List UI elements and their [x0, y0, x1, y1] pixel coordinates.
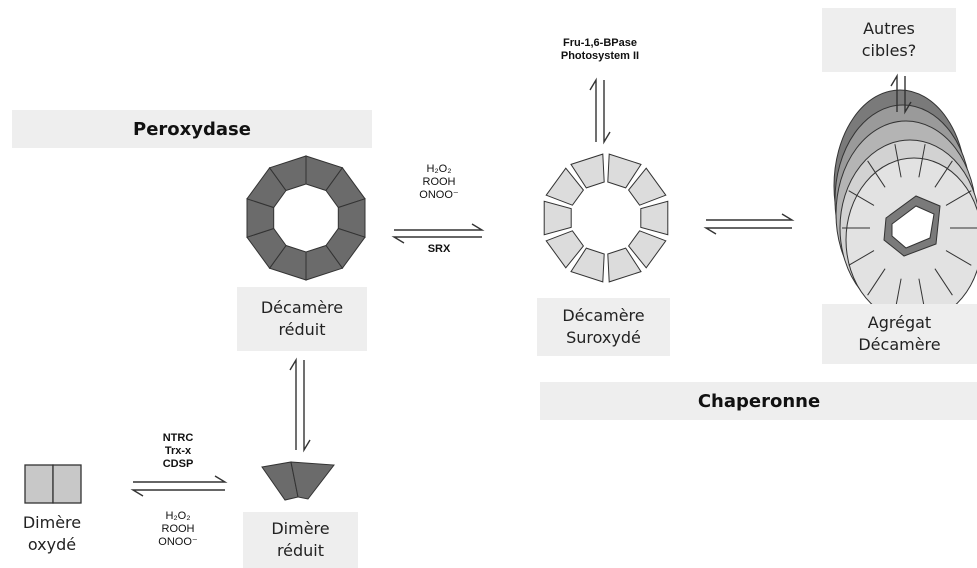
decamer-subunit: [607, 247, 642, 283]
reduced-dimer-label: Dimère réduit: [243, 512, 358, 568]
target-photosystem-ii: Photosystem II: [560, 50, 640, 62]
aggregate-seam: [945, 190, 972, 206]
aggregate-seam: [848, 250, 875, 266]
aggregate-seam: [894, 144, 902, 178]
aggregate-seam: [934, 268, 953, 296]
chaperone-title: Chaperonne: [540, 382, 977, 420]
aggregate-seam: [945, 250, 972, 266]
aggregate-seam: [848, 190, 875, 206]
aggregate-seam: [867, 160, 886, 188]
decamer-subunit: [627, 167, 667, 206]
oxidant-rooh-top: ROOH: [422, 176, 456, 188]
decamer-subunit: [545, 167, 585, 206]
peroxidase-title: Peroxydase: [12, 110, 372, 148]
oxidant-onoo-top: ONOO⁻: [419, 189, 459, 201]
aggregate-seam: [918, 144, 926, 178]
target-fru-bpase: Fru-1,6-BPase: [563, 37, 637, 49]
overoxidized-decamer-label: Décamère Suroxydé: [537, 298, 670, 356]
oxidants-bottom-list: H₂O₂ ROOH ONOO⁻: [148, 510, 208, 549]
decamer-subunit: [640, 200, 669, 236]
other-targets-label: Autres cibles?: [822, 8, 956, 72]
srx-label: SRX: [427, 243, 451, 255]
equilibrium-arrows: [130, 73, 912, 497]
oxidized-dimer-label: Dimère oxydé: [22, 513, 82, 554]
oxidants-top-list: H₂O₂ ROOH ONOO⁻: [404, 163, 474, 202]
decamer-subunit: [627, 230, 667, 269]
reductant-ntrc: NTRC: [162, 432, 194, 444]
overoxidized-decamer-ring: [543, 153, 669, 283]
decamer-subunit: [268, 155, 307, 192]
oxidant-rooh-bottom: ROOH: [161, 523, 195, 535]
reductant-trx-x: Trx-x: [164, 445, 192, 457]
oxidant-h2o2-top: H₂O₂: [426, 163, 452, 175]
decamer-subunit: [570, 153, 605, 189]
aggregate-seam: [934, 160, 953, 188]
targets-list: Fru-1,6-BPase Photosystem II: [530, 37, 670, 63]
reductants-list: NTRC Trx-x CDSP: [148, 432, 208, 471]
aggregate-seam: [867, 268, 886, 296]
oxidant-h2o2-bottom: H₂O₂: [165, 510, 191, 522]
decamer-subunit: [545, 230, 585, 269]
reduced-dimer-icon: [261, 461, 335, 501]
reduced-decamer-label: Décamère réduit: [237, 287, 367, 351]
oxidant-onoo-bottom: ONOO⁻: [158, 536, 198, 548]
decamer-subunit: [543, 200, 572, 236]
reductant-cdsp: CDSP: [162, 458, 194, 470]
reduced-decamer-ring: [246, 155, 366, 281]
decamer-subunit: [570, 247, 605, 283]
decamer-subunit: [607, 153, 642, 189]
decamer-aggregate-icon: [833, 89, 977, 323]
oxidized-dimer-icon: [24, 464, 82, 504]
aggregate-label: Agrégat Décamère: [822, 304, 977, 364]
